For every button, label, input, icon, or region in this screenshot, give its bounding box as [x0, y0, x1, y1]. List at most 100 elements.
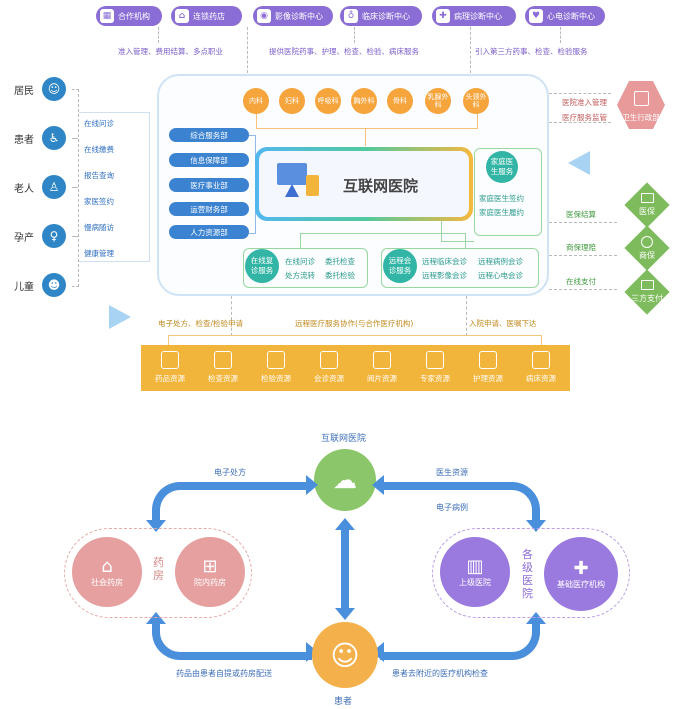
stethoscope-icon: ♁ — [344, 9, 358, 23]
flow-center-label: 互联网医院 — [321, 434, 367, 444]
clipboard-icon — [214, 351, 232, 369]
person-label-patient: 患者 — [14, 135, 34, 146]
ins-note-online: 在线支付 — [566, 277, 596, 286]
person-label-elderly: 老人 — [14, 184, 34, 195]
resource-film: 阅片资源 — [353, 345, 411, 391]
remote-case: 远程病例会诊 — [478, 257, 523, 266]
ins-note-commercial: 商保理赔 — [566, 243, 596, 252]
pregnant-icon: ♀ — [42, 224, 66, 248]
right-note-access: 医院准入管理 — [562, 98, 607, 107]
person-label-pregnant: 孕产 — [14, 233, 34, 244]
building-icon: ▦ — [100, 9, 114, 23]
book-icon — [373, 351, 391, 369]
dept-thoracic: 胸外科 — [351, 88, 377, 114]
followup-test: 委托检验 — [325, 271, 355, 280]
top-note-1: 准入管理、费用结算、多点职业 — [118, 47, 223, 56]
elderly-icon: ♙ — [42, 175, 66, 199]
pill-pathology: ✚病理诊断中心 — [432, 6, 516, 26]
patient-circle: ☺ — [312, 622, 378, 688]
resource-drug: 药品资源 — [141, 345, 199, 391]
bottom-note-prescription: 电子处方、检查/检验申请 — [158, 319, 244, 328]
admin-finance: 运营财务部 — [169, 202, 249, 216]
bottom-note-admission: 入院申请、医嘱下达 — [469, 319, 537, 328]
resource-expert: 专家资源 — [406, 345, 464, 391]
pill-partner: ▦合作机构 — [96, 6, 162, 26]
hospital-pharmacy-circle: ⊞院内药房 — [175, 537, 245, 607]
computer-icon — [277, 163, 307, 185]
remote-imaging: 远程影像会诊 — [422, 271, 467, 280]
dept-headneck: 头颈外科 — [463, 88, 489, 114]
pill-clinical: ♁临床诊断中心 — [340, 6, 422, 26]
person-label-resident: 居民 — [14, 86, 34, 97]
store-icon: ⌂ — [101, 556, 113, 577]
core-title: 互联网医院 — [343, 177, 419, 195]
family-perform: 家庭医生履约 — [479, 208, 524, 217]
diamond-thirdparty — [624, 269, 670, 315]
remote-clinical: 远程临床会诊 — [422, 257, 467, 266]
admin-hr: 人力资源部 — [169, 225, 249, 239]
hospital-group-outline — [432, 528, 630, 618]
flow-label-drug-delivery: 药品由患者自提或药房配送 — [176, 669, 272, 678]
camera-icon: ◉ — [257, 9, 271, 23]
admin-general: 综合服务部 — [169, 128, 249, 142]
arrow-right-bottom — [380, 620, 540, 660]
insurance-thirdparty: 三方支付 — [631, 294, 663, 303]
shield-icon — [634, 91, 649, 106]
diamond-medical — [624, 182, 670, 228]
family-doctor-circle: 家庭医生服务 — [486, 151, 518, 183]
person-label-child: 儿童 — [14, 282, 34, 293]
left-service-report: 报告查询 — [84, 171, 114, 180]
insurance-medical: 医保 — [639, 207, 655, 216]
arrow-vertical — [341, 528, 349, 610]
pill-icon — [161, 351, 179, 369]
doctor-icon — [426, 351, 444, 369]
cloud-icon: ☁ — [333, 466, 357, 494]
resource-bed: 病床资源 — [512, 345, 570, 391]
patient-icon: ☺ — [330, 638, 360, 672]
clinic-icon: ✚ — [573, 558, 589, 579]
arrow-left-icon — [568, 151, 590, 175]
admin-medical: 医疗事业部 — [169, 178, 249, 192]
flow-label-prescription: 电子处方 — [214, 468, 246, 477]
health-dept-label: 卫生行政部 — [622, 113, 660, 122]
bottom-note-remote: 远程医疗服务协作(与合作医疗机构) — [295, 319, 414, 328]
card-icon — [641, 193, 654, 203]
resource-consult: 会诊资源 — [300, 345, 358, 391]
dept-ortho: 骨科 — [387, 88, 413, 114]
dept-resp: 呼吸科 — [315, 88, 341, 114]
pill-imaging: ◉影像诊断中心 — [253, 6, 333, 26]
resource-nursing: 护理资源 — [459, 345, 517, 391]
dept-internal: 内科 — [243, 88, 269, 114]
flow-label-doctors: 医生资源 — [436, 468, 468, 477]
pharmacy-group-outline — [64, 528, 252, 618]
dept-breast: 乳腺外科 — [425, 88, 451, 114]
bed-icon — [532, 351, 550, 369]
basic-hospital-circle: ✚基础医疗机构 — [544, 537, 618, 611]
followup-check: 委托检查 — [325, 257, 355, 266]
hospital-group-label: 各级医院 — [522, 548, 533, 600]
plus-icon — [641, 236, 653, 248]
top-note-2: 提供医院药事、护理、检查、检验、病床服务 — [269, 47, 419, 56]
wallet-icon — [641, 280, 654, 290]
person-icon: ☺ — [42, 77, 66, 101]
top-note-3: 引入第三方药事、检查、检验服务 — [475, 47, 588, 56]
image-icon — [479, 351, 497, 369]
child-icon: ☻ — [42, 273, 66, 297]
resource-exam: 检查资源 — [194, 345, 252, 391]
online-followup-circle: 在线复诊服务 — [245, 249, 279, 283]
cart-icon: ⊞ — [202, 556, 218, 577]
remote-ecg: 远程心电会诊 — [478, 271, 523, 280]
people-icon — [320, 351, 338, 369]
arrow-right-icon — [109, 305, 131, 329]
arrow-left-bottom — [152, 620, 312, 660]
pharmacy-group-label: 药房 — [153, 556, 164, 582]
admin-info: 信息保障部 — [169, 153, 249, 167]
core-box — [255, 147, 473, 221]
pill-pharmacy-chain: ⌂连锁药店 — [171, 6, 242, 26]
diamond-commercial — [624, 225, 670, 271]
dept-gyn: 妇科 — [279, 88, 305, 114]
patient-label: 患者 — [334, 697, 353, 707]
followup-prescription: 处方流转 — [285, 271, 315, 280]
cloud-circle: ☁ — [314, 449, 376, 511]
left-service-health: 健康管理 — [84, 249, 114, 258]
